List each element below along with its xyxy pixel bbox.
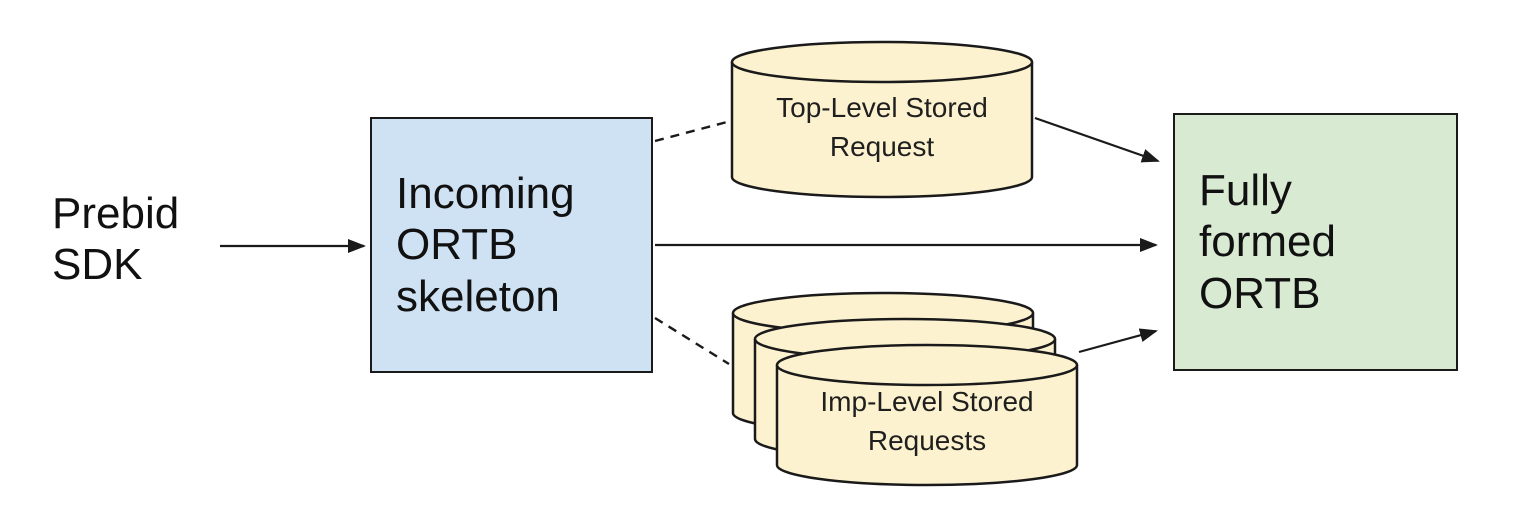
cylinder-front-body [775,365,1079,487]
cylinder-top [730,40,1034,84]
node-fully-formed-ortb: Fully formed ORTB [1173,113,1458,371]
edge-incoming-to-imp-stored-dashed [654,316,730,366]
cylinder-top-level [730,40,1034,199]
node-fully-formed-ortb-label: Fully formed ORTB [1199,166,1336,318]
cylinder-front-top [775,343,1079,387]
cylinder-body [730,62,1034,199]
cylinder-stack-imp-level [731,291,1079,487]
edge-top-stored-to-fully-formed-arrow [1034,116,1160,163]
edge-imp-stored-to-fully-formed-arrow [1078,328,1158,354]
edge-incoming-to-top-stored-dashed [654,120,728,143]
node-imp-level-stored-requests-label: Imp-Level Stored Requests [820,386,1034,456]
node-top-level-stored-request-label: Top-Level Stored Request [776,91,988,162]
node-incoming-ortb-skeleton: Incoming ORTB skeleton [370,117,653,373]
node-incoming-ortb-skeleton-label: Incoming ORTB skeleton [396,169,575,321]
node-prebid-sdk: Prebid SDK [52,189,180,290]
